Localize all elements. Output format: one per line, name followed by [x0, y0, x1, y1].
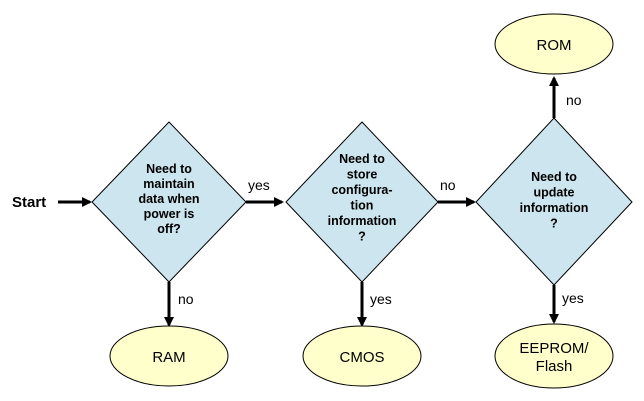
- node-text-line: information: [328, 214, 397, 228]
- node-text-line: data when: [138, 192, 199, 206]
- node-text-line: store: [347, 168, 378, 182]
- decision-power-diamond: [91, 121, 247, 283]
- node-text-line: ROM: [537, 37, 572, 54]
- node-text-line: Flash: [536, 358, 573, 375]
- node-text-line: CMOS: [340, 349, 385, 366]
- decision-config-diamond: [285, 121, 439, 283]
- outcome-rom-text: ROM: [537, 37, 572, 54]
- node-text-line: Need to: [531, 170, 577, 184]
- outcome-rom-ellipse: [494, 13, 614, 75]
- outcome-cmos-ellipse: [302, 325, 422, 387]
- edge-label-config-no: no: [440, 177, 456, 193]
- start-label: Start: [12, 194, 46, 211]
- node-text-line: RAM: [152, 349, 185, 366]
- node-text-line: Need to: [339, 152, 385, 166]
- node-text-line: tion: [351, 199, 374, 213]
- node-text-line: configura-: [331, 183, 392, 197]
- node-text-line: information: [520, 201, 589, 215]
- outcome-eeprom-ellipse: [494, 323, 614, 389]
- outcome-ram-ellipse: [109, 325, 229, 387]
- edge-label-update-no: no: [566, 92, 582, 108]
- node-text-line: ?: [550, 217, 558, 231]
- node-text-line: EEPROM/: [519, 340, 589, 357]
- edge-label-config-yes: yes: [370, 291, 392, 307]
- edge-label-power-no: no: [178, 291, 194, 307]
- node-text-line: Need to: [146, 162, 192, 176]
- edge-label-power-yes: yes: [248, 177, 270, 193]
- node-text-line: maintain: [143, 177, 194, 191]
- node-text-line: power is: [144, 207, 195, 221]
- edge-label-update-yes: yes: [562, 290, 584, 306]
- outcome-eeprom-text: EEPROM/Flash: [519, 340, 589, 375]
- node-text-line: off?: [157, 222, 181, 236]
- outcome-ram-text: RAM: [152, 349, 185, 366]
- outcome-cmos-text: CMOS: [340, 349, 385, 366]
- node-text-line: update: [534, 186, 575, 200]
- node-text-line: ?: [358, 230, 366, 244]
- decision-update-diamond: [475, 117, 633, 286]
